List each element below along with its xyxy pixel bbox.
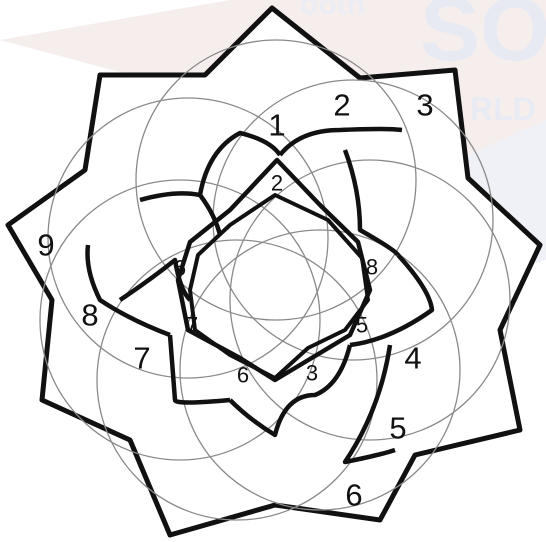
outer-clue-7: 7: [133, 341, 150, 376]
inner-clue-right: 8: [366, 255, 378, 280]
outer-clue-8: 8: [81, 298, 98, 333]
outer-clue-1: 1: [268, 108, 285, 143]
inner-clue-lower-right: 5: [356, 313, 368, 338]
outer-clue-4: 4: [404, 341, 421, 376]
outer-clue-9: 9: [37, 228, 54, 263]
outer-clue-2: 2: [333, 88, 350, 123]
outer-clue-6: 6: [345, 478, 362, 513]
outer-clue-5: 5: [389, 411, 406, 446]
inner-clue-bottom-left: 6: [237, 363, 249, 388]
inner-clue-top: 2: [271, 171, 283, 196]
watermark-text-top: ooth: [300, 0, 365, 21]
watermark-text-big: SO: [420, 0, 546, 80]
inner-clue-lower-left: 7: [186, 313, 198, 338]
outer-clue-3: 3: [416, 88, 433, 123]
inner-clue-bottom-right: 3: [306, 361, 318, 386]
inner-clue-left: 6: [174, 256, 186, 281]
watermark-text-mid: RLD: [470, 91, 536, 127]
